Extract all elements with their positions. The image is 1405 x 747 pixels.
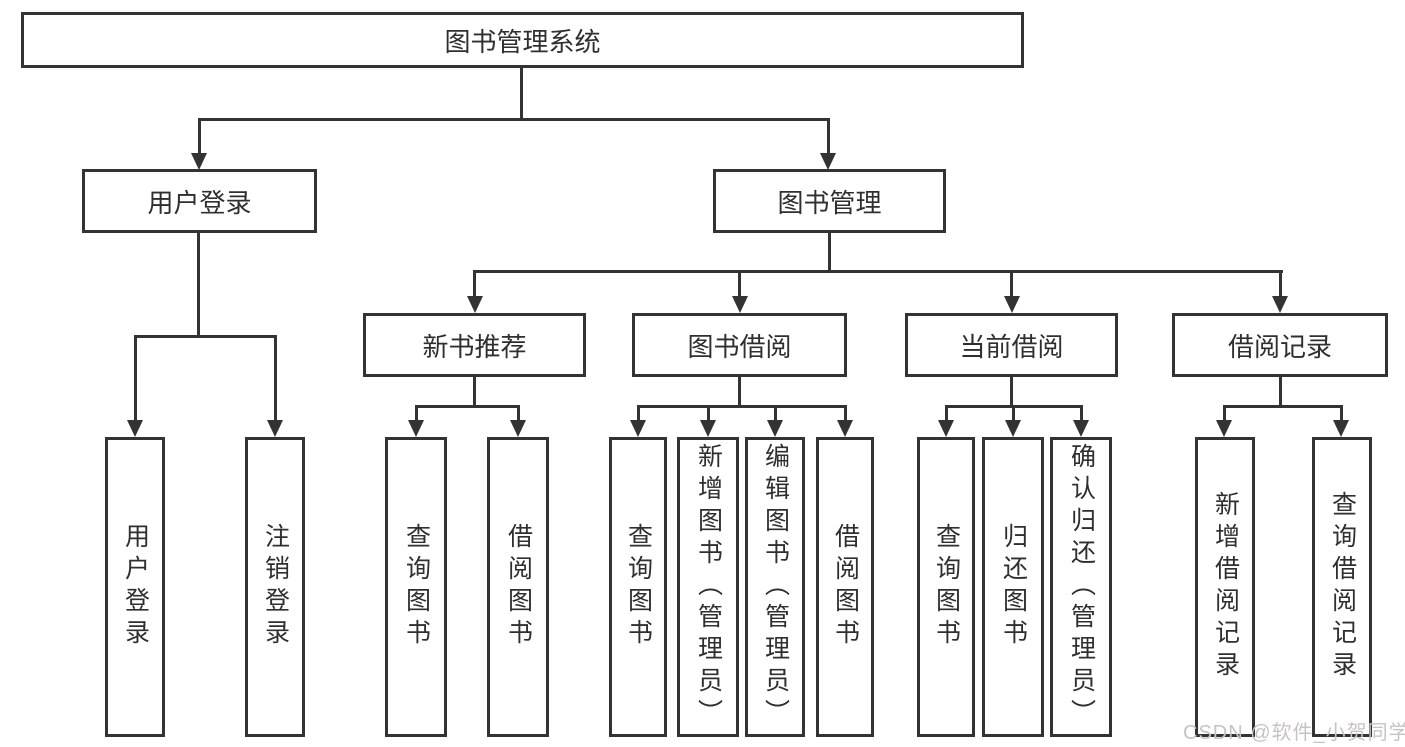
down-arrow-edit-books [773,405,777,420]
node-book-management: 图书管理 [713,169,946,233]
down-arrow-query-books-3 [944,405,948,420]
csdn-watermark: CSDN @软件_小贺同学 [1183,722,1405,744]
leaf-borrow-books: 借阅图书 [816,437,874,737]
connector-book-management-stem [827,233,831,270]
connector-current-borrow-stem [1010,377,1013,405]
leaf-logout: 注销登录 [245,437,305,737]
connector-root-rail [197,118,830,121]
connector-new-book-recommend-rail [414,405,520,408]
node-current-borrow: 当前借阅 [905,313,1118,377]
leaf-query-books-current: 查询图书 [917,437,975,737]
down-arrow-return-books [1011,405,1015,420]
down-arrow-leaf-user-login [133,335,137,420]
connector-book-borrow-rail [636,405,847,408]
connector-user-login-stem [196,233,200,335]
node-user-login: 用户登录 [82,169,317,233]
connector-new-book-recommend-stem [473,377,476,405]
connector-user-login-rail [133,335,277,338]
connector-borrow-records-stem [1278,377,1282,405]
node-root: 图书管理系统 [21,12,1024,68]
leaf-query-books-recommend: 查询图书 [385,437,447,737]
down-arrow-confirm-return [1079,405,1083,420]
leaf-borrow-books-recommend: 借阅图书 [487,437,549,737]
leaf-query-books-borrow: 查询图书 [609,437,667,737]
down-arrow-book-management [826,118,830,153]
node-new-book-recommend: 新书推荐 [363,313,586,377]
down-arrow-query-borrow-record [1339,405,1343,420]
down-arrow-leaf-logout [273,335,277,420]
connector-book-management-rail [473,270,1283,273]
leaf-return-books: 归还图书 [982,437,1044,737]
down-arrow-borrow-books-1 [516,405,520,420]
leaf-add-borrow-record: 新增借阅记录 [1195,437,1255,737]
connector-root-stem [519,68,523,118]
down-arrow-add-books [706,405,710,420]
connector-borrow-records-rail [1222,405,1343,408]
leaf-query-borrow-record: 查询借阅记录 [1312,437,1372,737]
down-arrow-query-books-2 [636,405,640,420]
node-borrow-records: 借阅记录 [1172,313,1388,377]
down-arrow-borrow-books-2 [843,405,847,420]
connector-book-borrow-stem [738,377,741,405]
down-arrow-add-borrow-record [1222,405,1226,420]
leaf-user-login: 用户登录 [105,437,165,737]
down-arrow-book-borrow [738,270,741,296]
down-arrow-query-books-1 [414,405,418,420]
leaf-add-books-admin: 新增图书（管理员） [677,437,739,737]
down-arrow-new-book-recommend [473,270,476,296]
node-book-borrow: 图书借阅 [632,313,847,377]
down-arrow-borrow-records [1278,270,1282,296]
leaf-edit-books-admin: 编辑图书（管理员） [745,437,805,737]
leaf-confirm-return-admin: 确认归还（管理员） [1050,437,1112,737]
down-arrow-current-borrow [1010,270,1013,296]
down-arrow-user-login [197,118,201,153]
